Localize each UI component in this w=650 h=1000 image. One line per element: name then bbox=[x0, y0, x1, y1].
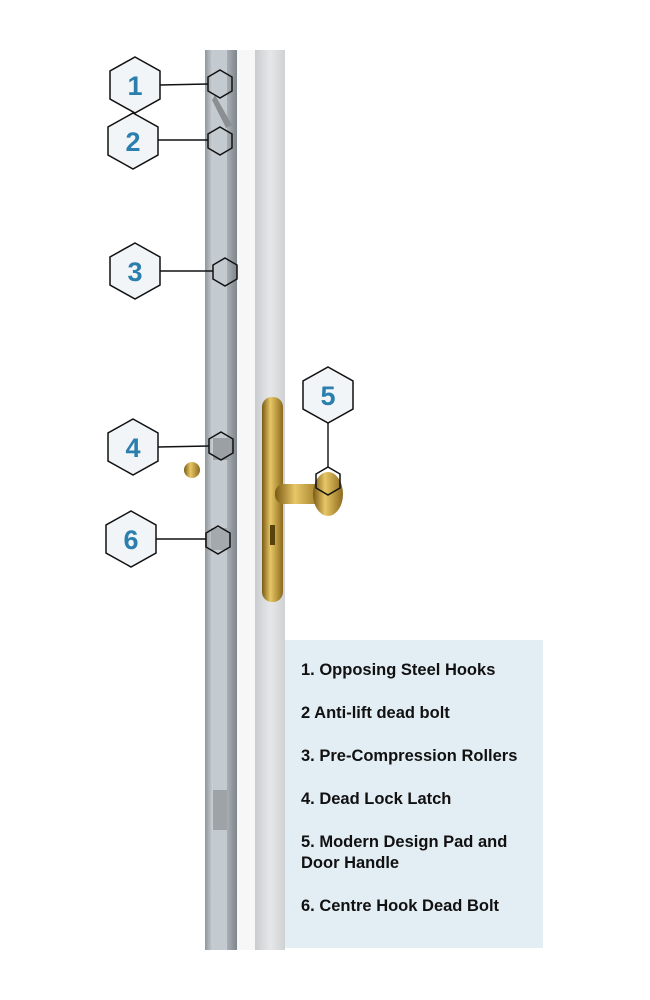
callout-hex-6 bbox=[105, 510, 157, 568]
marker-6 bbox=[205, 525, 231, 555]
callout-number: 3 bbox=[127, 257, 142, 287]
lock-strip-faceplate bbox=[213, 50, 227, 950]
keyhole bbox=[270, 525, 275, 545]
legend-item: 1. Opposing Steel Hooks bbox=[301, 661, 496, 679]
callout-number: 5 bbox=[320, 381, 335, 411]
legend-item: 5. Modern Design Pad and Door Handle bbox=[301, 833, 508, 872]
centre-hook bbox=[211, 528, 227, 550]
dead-lock-latch bbox=[213, 438, 229, 460]
handle-lever bbox=[275, 484, 325, 504]
marker-3 bbox=[212, 257, 238, 287]
handle-pad bbox=[262, 397, 283, 602]
legend-item: 2 Anti-lift dead bolt bbox=[301, 704, 450, 722]
handle-knob bbox=[313, 472, 343, 516]
callout-number: 6 bbox=[123, 525, 138, 555]
callout-number: 2 bbox=[125, 127, 140, 157]
callout-hex-1 bbox=[109, 56, 161, 114]
thumb-knob bbox=[184, 462, 200, 478]
legend-item: 4. Dead Lock Latch bbox=[301, 790, 452, 808]
legend-item: 6. Centre Hook Dead Bolt bbox=[301, 897, 500, 915]
leader-lines bbox=[156, 83, 329, 540]
hook-1 bbox=[212, 95, 232, 128]
marker-4 bbox=[208, 431, 234, 461]
legend-item: 3. Pre-Compression Rollers bbox=[301, 747, 518, 765]
lower-hook bbox=[213, 790, 227, 830]
callout-number: 4 bbox=[125, 433, 140, 463]
callout-hex-2 bbox=[107, 112, 159, 170]
callout-number: 1 bbox=[127, 71, 142, 101]
callout-hex-3 bbox=[109, 242, 161, 300]
marker-2 bbox=[207, 126, 233, 156]
callout-hex-4 bbox=[107, 418, 159, 476]
callout-hex-5 bbox=[302, 366, 354, 424]
door-frame bbox=[237, 50, 255, 950]
point-markers bbox=[205, 69, 341, 555]
marker-1 bbox=[207, 69, 233, 99]
legend-box: 1. Opposing Steel Hooks 2 Anti-lift dead… bbox=[285, 640, 543, 948]
marker-5 bbox=[315, 466, 341, 496]
